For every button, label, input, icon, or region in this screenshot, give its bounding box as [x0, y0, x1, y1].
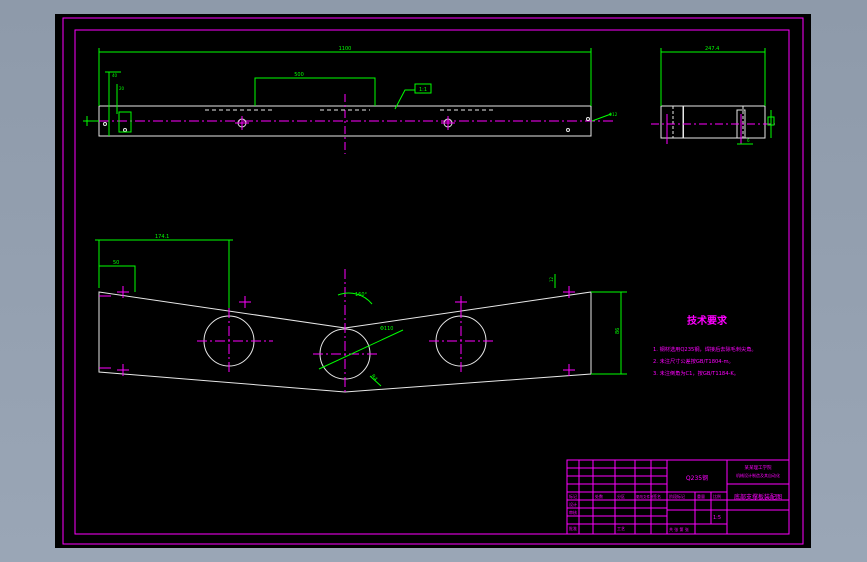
title-block-frame: [566, 459, 790, 535]
dim-offset-line: [98, 239, 230, 308]
tb-stage: 阶段标记: [669, 493, 685, 499]
cad-drawing: 1100 500 40 20 1:1 Φ12 247.4 6: [62, 17, 804, 545]
tb-approve: 批准: [569, 525, 577, 531]
title-block: Q235钢 某某理工学院 机械设计制造及其自动化 底部支撑板装配图 1:5 标记…: [566, 459, 790, 535]
tb-row-doc: 更改文件号: [636, 494, 654, 499]
tb-weight: 重量: [697, 493, 705, 499]
tb-school-1: 某某理工学院: [745, 464, 772, 471]
dim-edge-label: 12: [549, 276, 554, 282]
tb-row-sign: 签名: [653, 493, 661, 499]
drawing-sheet: 1100 500 40 20 1:1 Φ12 247.4 6: [55, 14, 811, 548]
hole-dim-label: Φ12: [609, 112, 618, 117]
dim-overall-label: 1100: [339, 46, 352, 52]
tb-part-name: 底部支撑板装配图: [734, 493, 782, 501]
tb-row-qty: 处数: [595, 493, 603, 499]
angle-arc: [337, 292, 373, 305]
tb-row-mark: 标记: [569, 493, 577, 499]
front-view: R4 Φ110 160° 174.1 50 86 12: [95, 234, 627, 393]
tb-row-zone: 分区: [617, 493, 625, 499]
side-small-dim: 6: [747, 138, 750, 143]
tech-requirements: 技术要求 1. 钢材选用Q235钢，焊接后去除毛刺尖角。 2. 未注尺寸公差按G…: [653, 314, 757, 377]
top-view: 1100 500 40 20 1:1 Φ12: [83, 46, 618, 154]
tb-sheets: 共 张 第 张: [669, 526, 689, 532]
side-view: 247.4 6: [651, 46, 775, 145]
tech-req-item-2: 2. 未注尺寸公差按GB/T1804-m。: [653, 357, 734, 365]
dim-slot-line: [254, 77, 376, 106]
diameter-label: Φ110: [380, 326, 393, 332]
tb-ratio: 比例: [713, 493, 721, 499]
tb-material: Q235钢: [686, 474, 708, 482]
tb-design: 设计: [569, 501, 577, 507]
diameter-leader: [318, 329, 404, 370]
tech-req-item-3: 3. 未注倒角为C1，按GB/T1184-K。: [653, 369, 739, 377]
inner-border: [74, 29, 790, 535]
side-view-outline: [660, 105, 766, 139]
tech-req-title: 技术要求: [687, 314, 728, 327]
dim-slot-label: 500: [294, 72, 304, 78]
dim-vert-1: 40: [112, 73, 118, 78]
tb-check: 审核: [569, 509, 577, 515]
outer-border: [62, 17, 804, 545]
angle-label: 160°: [355, 292, 368, 298]
diag-dim-label: R4: [369, 373, 378, 382]
dim-short-label: 50: [113, 260, 119, 266]
dim-height-label: 86: [615, 328, 621, 334]
tb-process: 工艺: [617, 526, 625, 531]
dim-vert-2: 20: [119, 86, 125, 91]
side-overall-label: 247.4: [705, 46, 719, 52]
callout-label: 1:1: [419, 87, 427, 93]
tb-scale: 1:5: [713, 515, 721, 521]
dim-offset-label: 174.1: [155, 234, 169, 240]
callout-leader: [394, 89, 415, 110]
tech-req-item-1: 1. 钢材选用Q235钢，焊接后去除毛刺尖角。: [653, 345, 757, 353]
tb-school-2: 机械设计制造及其自动化: [736, 472, 780, 478]
